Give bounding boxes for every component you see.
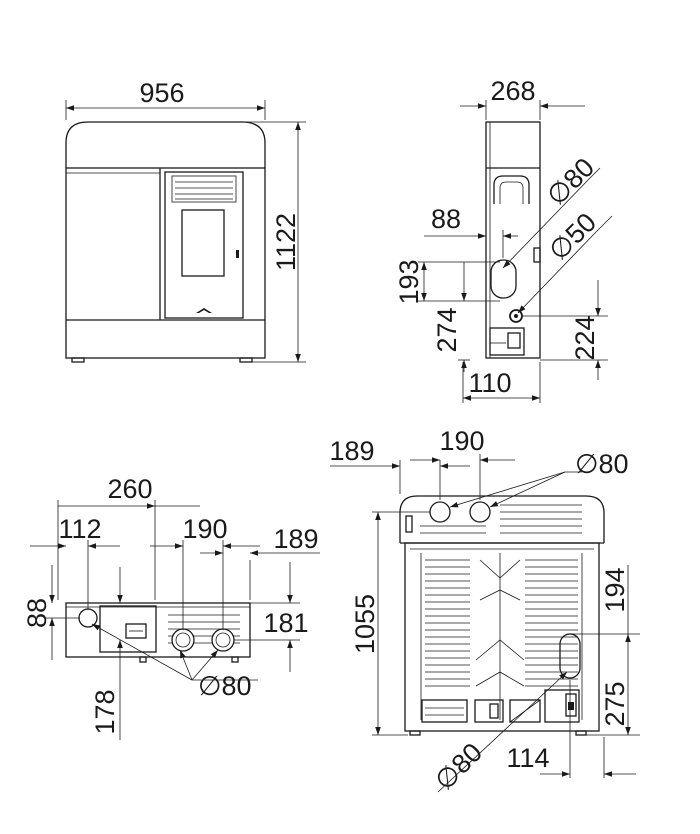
side-outlet-air-label: ∅50 [543, 207, 602, 266]
top-width-260-label: 260 [107, 474, 152, 504]
rear-spacing-190-label: 190 [439, 426, 484, 456]
side-height-224-label: 224 [570, 315, 600, 360]
rear-view: 189 190 ∅80 1055 194 275 ∅80 114 [329, 426, 640, 796]
top-offset-112-label: 112 [58, 514, 101, 544]
top-depth-181-label: 181 [263, 608, 308, 638]
top-offset-178-label: 178 [90, 689, 120, 734]
rear-height-194-label: 194 [600, 567, 630, 612]
rear-bottom-diameter-label: ∅80 [429, 737, 488, 796]
rear-offset-114-label: 114 [506, 743, 549, 773]
rear-top-diameter-label: ∅80 [575, 449, 629, 479]
front-width-label: 956 [139, 78, 184, 108]
front-grille [171, 175, 237, 203]
front-view: 956 1122 [65, 78, 306, 363]
top-view: 260 112 190 189 88 181 178 [22, 474, 320, 740]
rear-offset-189-label: 189 [329, 436, 374, 466]
rear-height-275-label: 275 [600, 681, 630, 726]
side-offset-88-label: 88 [431, 204, 461, 234]
side-height-193-label: 193 [394, 259, 424, 304]
rear-body-grille [420, 553, 583, 720]
side-height-274-label: 274 [432, 307, 462, 352]
side-offset-110-label: 110 [468, 368, 511, 398]
front-height-label: 1122 [271, 213, 301, 271]
top-spacing-190-label: 190 [182, 514, 227, 544]
top-diameter-label: ∅80 [198, 671, 252, 701]
side-outlet-top-label: ∅80 [541, 152, 600, 211]
rear-top-grille [420, 504, 582, 534]
side-depth-label: 268 [490, 76, 535, 106]
top-depth-88-label: 88 [22, 598, 52, 628]
top-offset-189-label: 189 [273, 524, 318, 554]
rear-height-1055-label: 1055 [350, 594, 380, 654]
side-view: 268 ∅80 ∅50 88 193 274 224 110 [394, 76, 613, 403]
